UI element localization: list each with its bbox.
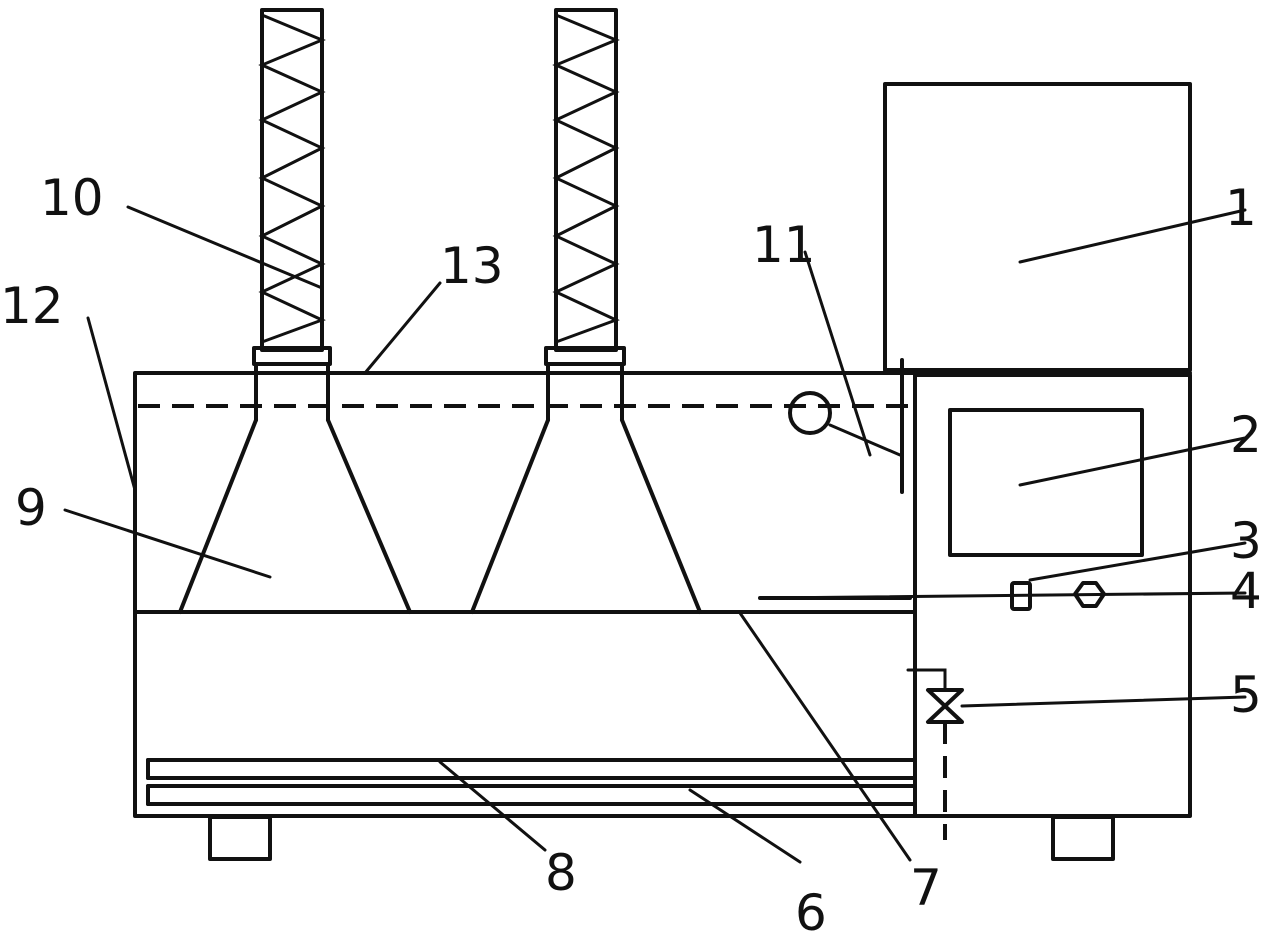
left-foot xyxy=(208,815,272,861)
label-8: 8 xyxy=(545,844,577,902)
label-11: 11 xyxy=(752,216,816,274)
label-6: 6 xyxy=(795,884,827,942)
bottom-pipes xyxy=(146,758,917,806)
label-13: 13 xyxy=(440,237,504,295)
drain-valve xyxy=(906,668,964,840)
tank-body xyxy=(133,371,917,818)
leader-lines xyxy=(63,205,1247,864)
label-4: 4 xyxy=(1230,562,1262,620)
label-9: 9 xyxy=(15,479,47,537)
label-2: 2 xyxy=(1230,406,1262,464)
right-chimney xyxy=(470,8,702,614)
right-foot xyxy=(1051,815,1115,861)
label-5: 5 xyxy=(1230,666,1262,724)
label-12: 12 xyxy=(0,277,64,335)
label-1: 1 xyxy=(1225,179,1257,237)
label-7: 7 xyxy=(910,859,942,917)
left-chimney xyxy=(178,8,412,614)
float-sensor xyxy=(788,358,904,494)
top-box xyxy=(883,82,1192,372)
label-10: 10 xyxy=(40,169,104,227)
label-3: 3 xyxy=(1230,512,1262,570)
display-screen xyxy=(948,408,1144,557)
